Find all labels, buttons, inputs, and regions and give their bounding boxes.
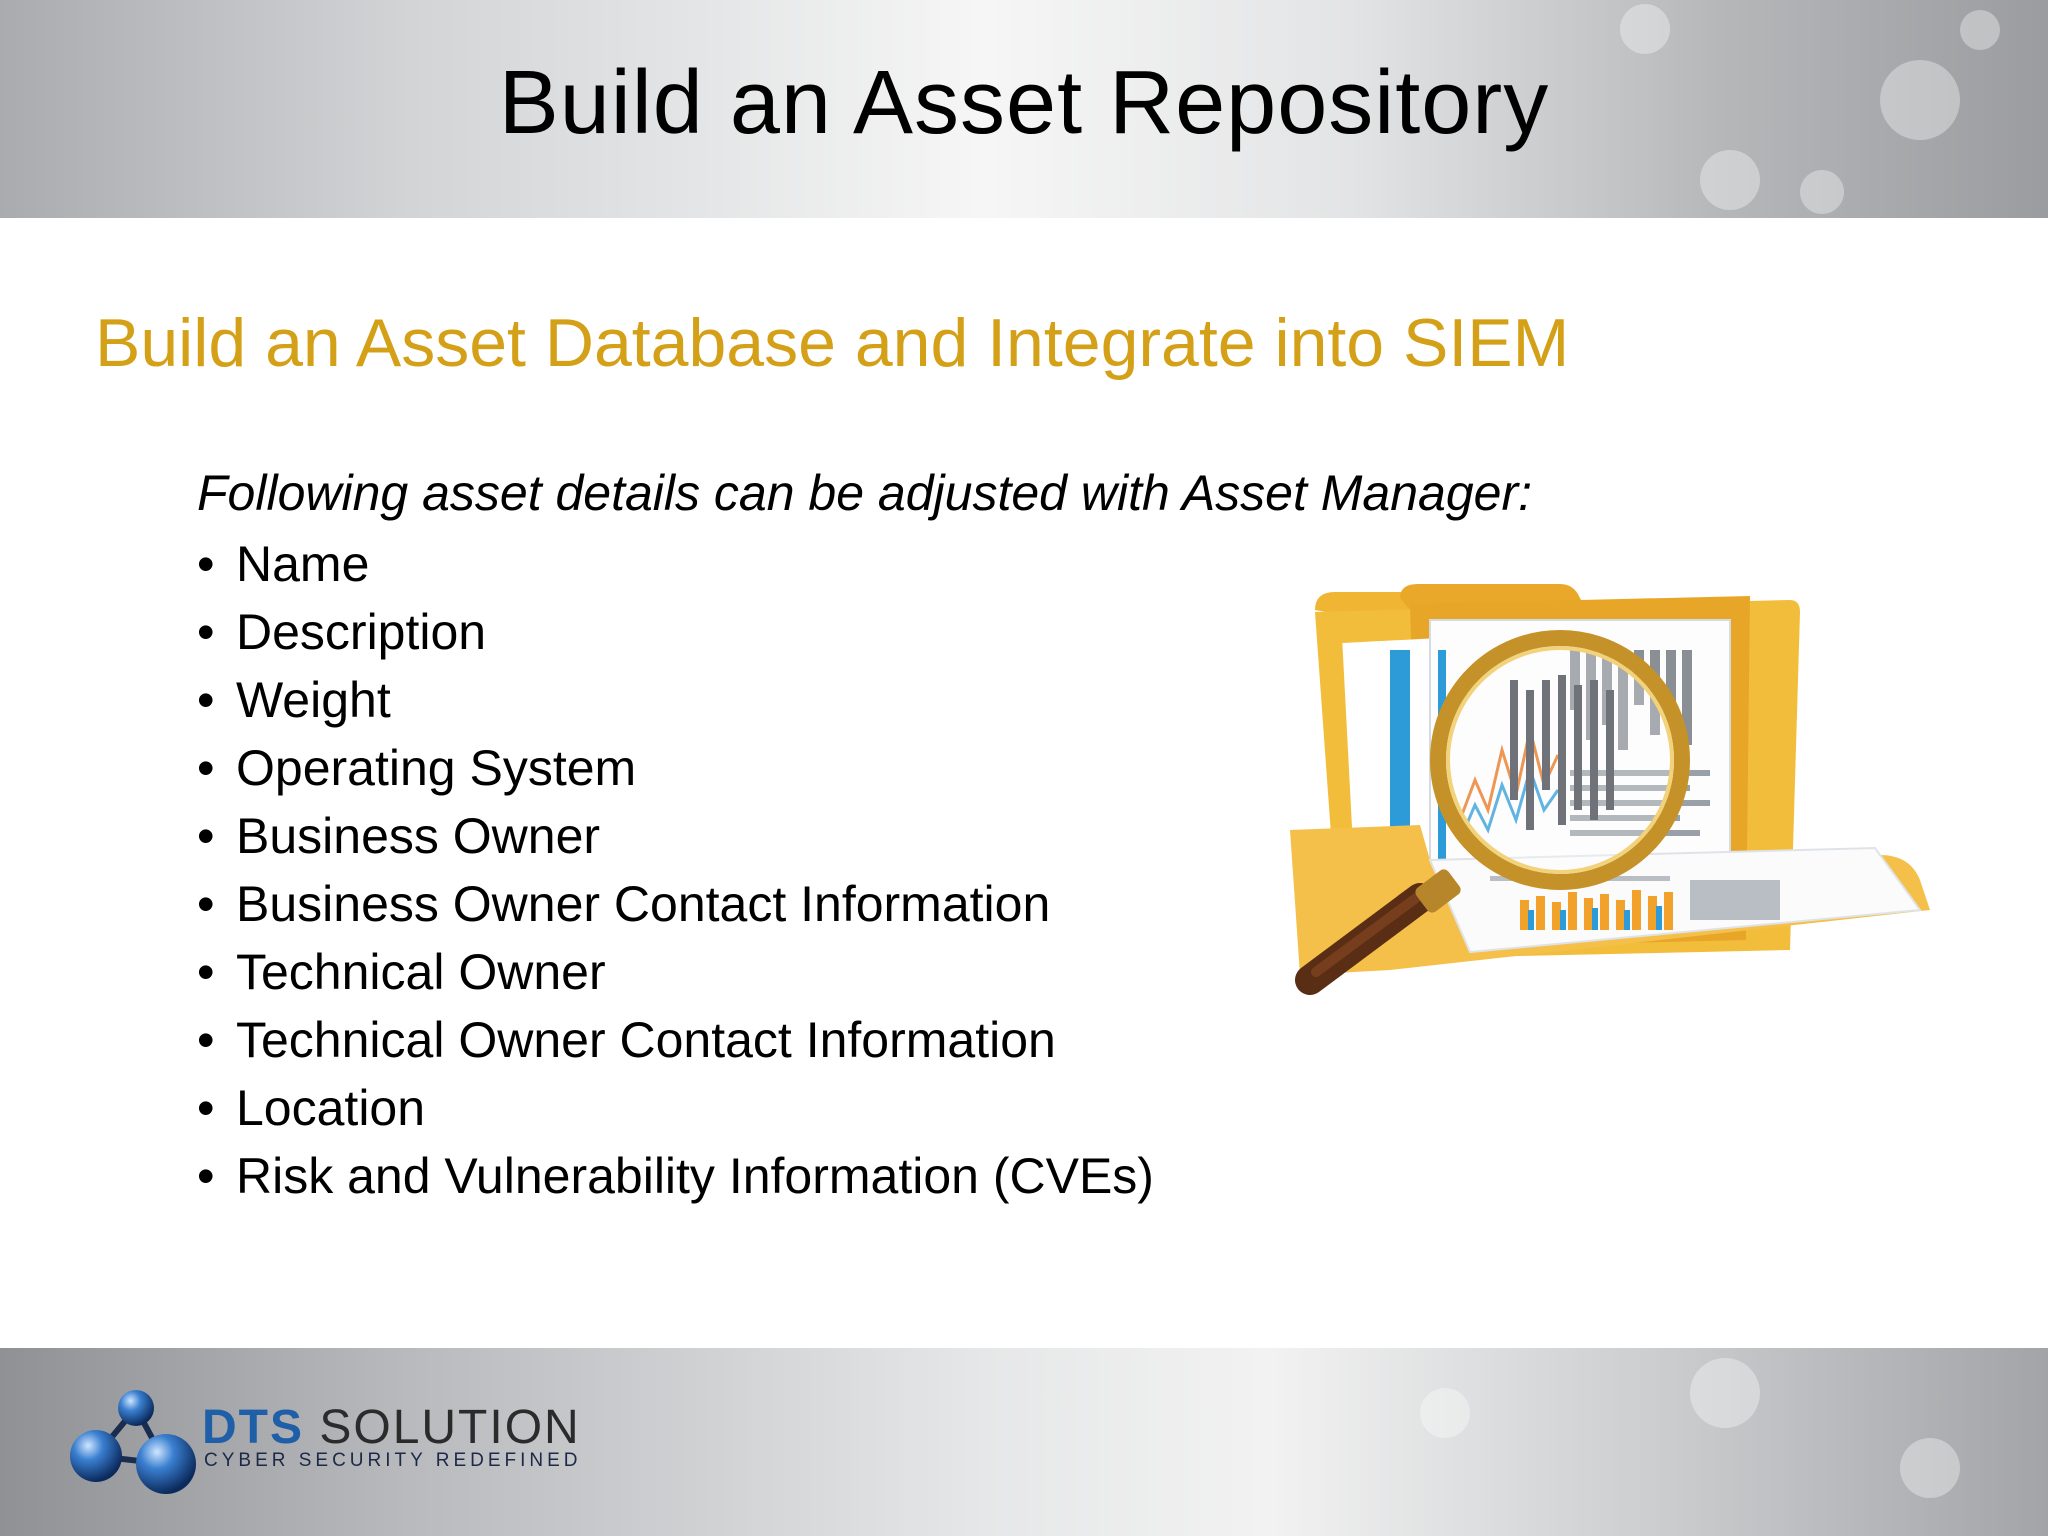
bullet-icon: • (197, 1080, 215, 1136)
bullet-icon: • (197, 1148, 215, 1204)
bullet-icon: • (197, 944, 215, 1000)
list-item: •Operating System (197, 734, 1154, 802)
bullet-icon: • (197, 808, 215, 864)
list-item: •Business Owner Contact Information (197, 870, 1154, 938)
list-item: •Business Owner (197, 802, 1154, 870)
logo-name-part2: SOLUTION (319, 1401, 581, 1454)
slide-subtitle: Build an Asset Database and Integrate in… (95, 305, 1570, 381)
logo-tagline: CYBER SECURITY REDEFINED (204, 1450, 582, 1471)
bullet-icon: • (197, 604, 215, 660)
asset-detail-list: •Name •Description •Weight •Operating Sy… (197, 530, 1154, 1210)
list-item: •Location (197, 1074, 1154, 1142)
bullet-icon: • (197, 740, 215, 796)
list-item: •Name (197, 530, 1154, 598)
intro-text: Following asset details can be adjusted … (197, 465, 1532, 521)
bullet-icon: • (197, 876, 215, 932)
list-item: •Technical Owner (197, 938, 1154, 1006)
list-item: •Technical Owner Contact Information (197, 1006, 1154, 1074)
header-band (0, 0, 2048, 218)
logo-wordmark: DTS SOLUTION (202, 1400, 581, 1455)
list-item: •Description (197, 598, 1154, 666)
bullet-icon: • (197, 536, 215, 592)
molecule-logo-icon (70, 1390, 196, 1494)
list-item: •Risk and Vulnerability Information (CVE… (197, 1142, 1154, 1210)
footer-band (0, 1348, 2048, 1536)
bullet-icon: • (197, 1012, 215, 1068)
folder-with-magnifier-icon (1290, 584, 1930, 995)
list-item: •Weight (197, 666, 1154, 734)
bullet-icon: • (197, 672, 215, 728)
slide-title: Build an Asset Repository (498, 53, 1550, 153)
logo-name-part1: DTS (202, 1401, 304, 1454)
